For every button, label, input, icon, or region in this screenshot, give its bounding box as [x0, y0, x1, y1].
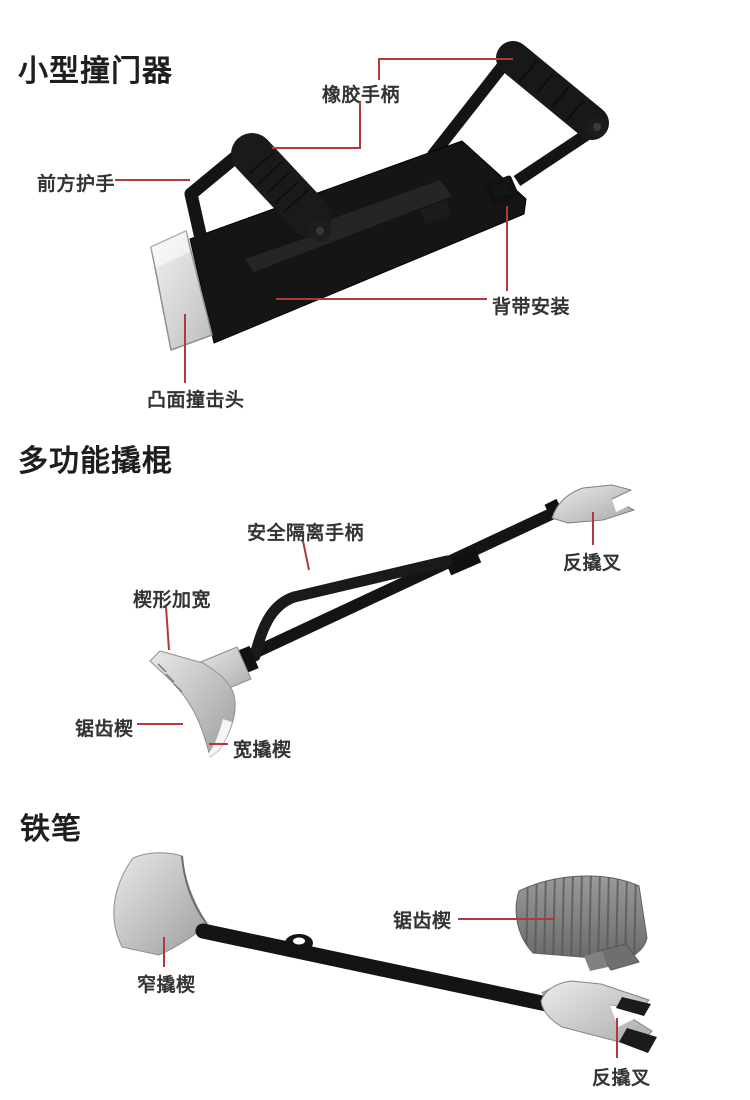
rear-grip-knurling — [519, 60, 585, 121]
label-convex-strike-head: 凸面撞击头 — [147, 389, 245, 411]
label-strap-mount: 背带安装 — [492, 296, 571, 318]
label-wedge-widening: 楔形加宽 — [133, 589, 212, 611]
section-title-door-ram: 小型撞门器 — [18, 54, 173, 89]
label-wide-pry-wedge: 宽撬楔 — [233, 739, 292, 761]
callout-wedge-widening — [165, 606, 170, 651]
door-ram-illustration — [150, 41, 609, 351]
iron-pen-illustration — [113, 852, 657, 1053]
section-title-crowbar: 多功能撬棍 — [18, 444, 173, 479]
label-serrated-wedge-pen: 锯齿楔 — [393, 910, 452, 932]
callout-safety-handle — [302, 540, 310, 571]
strap-dring — [484, 175, 519, 205]
callout-rubber-handle-front — [272, 101, 361, 149]
label-narrow-pry-wedge: 窄撬楔 — [137, 974, 196, 996]
label-reverse-pry-fork-pen: 反撬叉 — [592, 1067, 651, 1089]
section-title-iron-pen: 铁笔 — [20, 812, 82, 847]
label-reverse-pry-fork-crowbar: 反撬叉 — [563, 552, 622, 574]
label-safety-isolation-handle: 安全隔离手柄 — [247, 522, 365, 544]
callout-lines — [115, 58, 618, 1058]
callout-rubber-handle-rear — [378, 58, 513, 80]
label-rubber-handle: 橡胶手柄 — [322, 84, 401, 106]
crowbar-illustration — [149, 484, 637, 758]
crowbar-serrations — [157, 663, 183, 693]
label-serrated-wedge-crowbar: 锯齿楔 — [75, 718, 134, 740]
front-grip-knurling — [248, 152, 309, 213]
label-front-guard: 前方护手 — [37, 173, 116, 195]
strap-buckle — [259, 264, 294, 301]
